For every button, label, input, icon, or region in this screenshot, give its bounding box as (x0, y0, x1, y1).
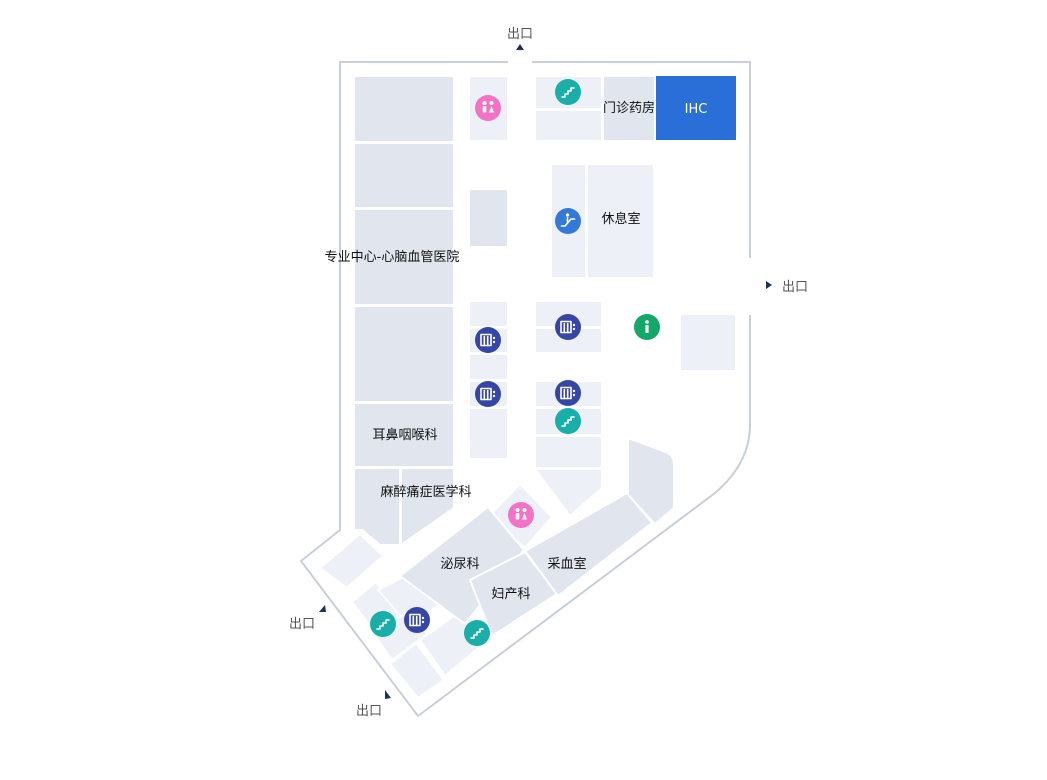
department-label-anesthesia: 麻醉痛症医学科 (380, 484, 471, 500)
stairs-icon[interactable] (464, 620, 490, 646)
anesthesia-zone[interactable] (353, 467, 455, 547)
corridor-blocks-middle (533, 300, 737, 526)
stairs-icon[interactable] (370, 611, 396, 637)
urology-room[interactable] (398, 505, 526, 626)
exit-arrow-right-icon (766, 281, 772, 289)
elevator-icon[interactable] (555, 314, 581, 340)
department-label-ihc: IHC (685, 102, 708, 117)
exit-arrow-top-icon (516, 44, 524, 50)
lounge-room[interactable] (586, 163, 655, 279)
elevator-icon[interactable] (475, 381, 501, 407)
department-label-pharmacy: 门诊药房 (603, 100, 655, 116)
elevator-icon[interactable] (404, 607, 430, 633)
department-label-urology: 泌尿科 (440, 557, 479, 572)
exit-arrow-left-icon (319, 605, 326, 612)
exit-label-right: 出口 (782, 280, 808, 295)
stairs-icon[interactable] (555, 79, 581, 105)
blood-room[interactable] (523, 491, 654, 598)
elevator-icon[interactable] (555, 380, 581, 406)
department-label-blood: 采血室 (547, 556, 586, 572)
department-label-lounge: 休息室 (601, 211, 640, 227)
exit-label-left: 出口 (289, 617, 315, 632)
ihc-room[interactable] (656, 76, 736, 140)
exit-label-top: 出口 (507, 27, 533, 42)
pharmacy-room[interactable] (602, 75, 656, 142)
department-label-ent: 耳鼻咽喉科 (372, 427, 437, 443)
cardio-zone[interactable] (353, 75, 455, 403)
department-label-cardio: 专业中心-心脑血管医院 (325, 250, 460, 265)
stairs-icon[interactable] (555, 408, 581, 434)
exit-arrow-bottom-icon (385, 690, 391, 699)
info-icon[interactable] (634, 314, 660, 340)
elevator-icon[interactable] (475, 327, 501, 353)
restroom-icon[interactable] (475, 95, 501, 121)
escalator-icon[interactable] (555, 208, 581, 234)
exit-label-bottom: 出口 (356, 704, 382, 719)
department-label-gyn: 妇产科 (491, 586, 530, 602)
restroom-icon[interactable] (508, 502, 534, 528)
ent-zone[interactable] (353, 402, 455, 468)
building-outline (299, 61, 751, 718)
